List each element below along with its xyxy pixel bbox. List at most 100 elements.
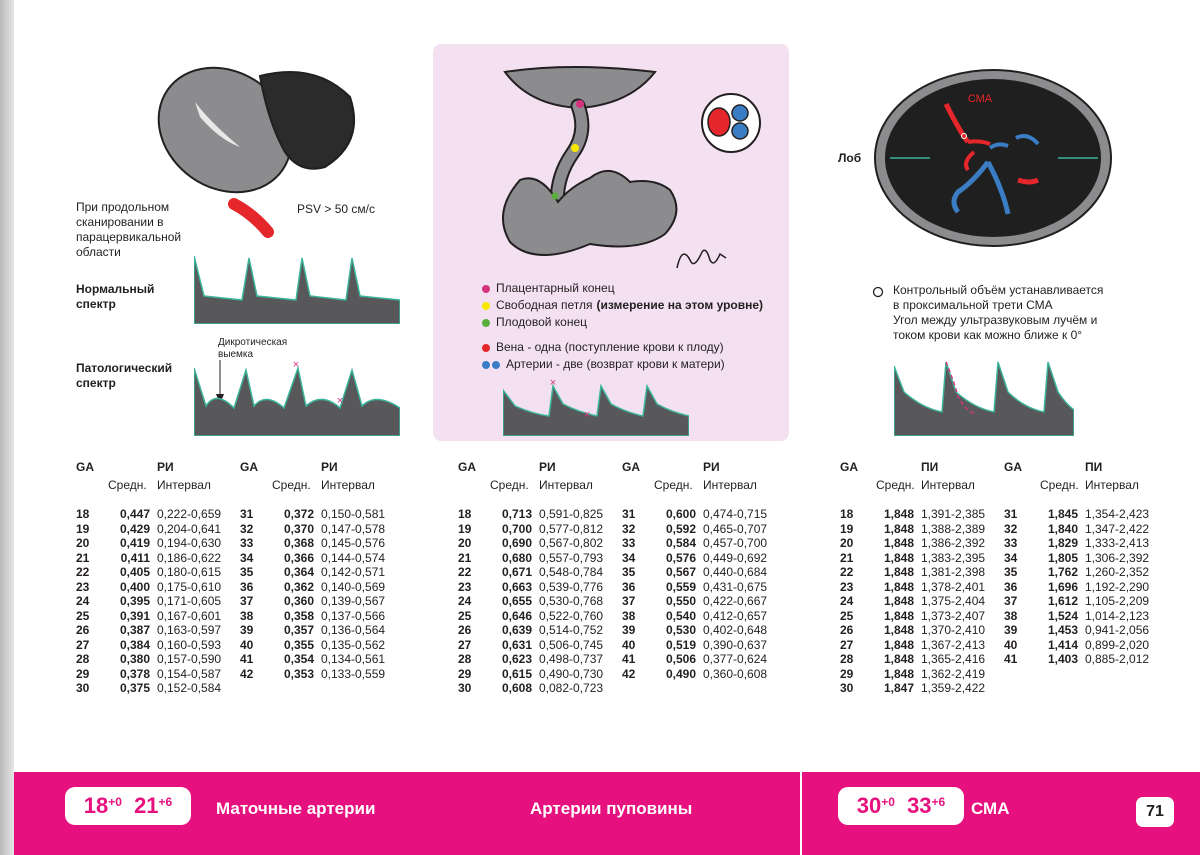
interval-value-cell: 0,402-0,648 bbox=[703, 623, 768, 637]
ga-week-cell: 33 bbox=[240, 536, 254, 550]
ga-week-cell: 18 bbox=[458, 507, 472, 521]
umbilical-interval-header: Интервал bbox=[539, 478, 593, 492]
mean-value-cell: 0,671 bbox=[501, 565, 532, 579]
book-binding-shadow bbox=[0, 0, 14, 855]
uterine-ri-header-2: РИ bbox=[321, 460, 338, 474]
interval-value-cell: 0,134-0,561 bbox=[321, 652, 386, 666]
interval-value-cell: 0,522-0,760 bbox=[539, 608, 604, 623]
ga-week-cell: 41 bbox=[1004, 652, 1018, 666]
interval-value-cell: 1,373-2,407 bbox=[921, 608, 986, 623]
ga-week-cell: 32 bbox=[240, 521, 254, 536]
pathologic-spectrum-waveform: × × bbox=[194, 360, 400, 436]
mca-inner-label: СМА bbox=[968, 93, 993, 105]
mca-head-illustration: СМА bbox=[874, 69, 1112, 247]
interval-value-cell: 0,194-0,630 bbox=[157, 536, 222, 550]
mean-value-cell: 1,848 bbox=[883, 579, 914, 594]
mean-value-cell: 0,372 bbox=[283, 507, 314, 521]
mean-value-cell: 0,357 bbox=[283, 623, 314, 637]
ga-week-cell: 41 bbox=[240, 652, 254, 666]
svg-text:×: × bbox=[337, 395, 343, 407]
ga-week-cell: 34 bbox=[622, 550, 636, 565]
umbilical-ga-header: GA bbox=[458, 460, 476, 474]
interval-value-cell: 0,175-0,610 bbox=[157, 579, 222, 594]
mean-value-cell: 0,639 bbox=[501, 623, 532, 637]
interval-value-cell: 0,567-0,802 bbox=[539, 536, 604, 550]
ga-week-cell: 33 bbox=[622, 536, 636, 550]
interval-value-cell: 0,422-0,667 bbox=[703, 594, 768, 608]
interval-value-cell: 1,386-2,392 bbox=[921, 536, 986, 550]
ga-week-cell: 25 bbox=[840, 608, 854, 623]
mean-value-cell: 1,848 bbox=[883, 550, 914, 565]
interval-value-cell: 0,140-0,569 bbox=[321, 579, 386, 594]
mean-value-cell: 1,848 bbox=[883, 637, 914, 652]
footer-divider bbox=[800, 772, 802, 855]
interval-value-cell: 0,137-0,566 bbox=[321, 608, 386, 623]
mean-value-cell: 0,362 bbox=[283, 579, 314, 594]
ga-week-cell: 33 bbox=[1004, 536, 1018, 550]
interval-value-cell: 0,157-0,590 bbox=[157, 652, 222, 666]
interval-value-cell: 0,885-2,012 bbox=[1085, 652, 1150, 666]
mean-value-cell: 1,848 bbox=[883, 565, 914, 579]
interval-value-cell: 1,260-2,352 bbox=[1085, 565, 1150, 579]
uterine-mean-header-2: Средн. bbox=[272, 478, 311, 492]
ga-week-cell: 23 bbox=[458, 579, 472, 594]
interval-value-cell: 1,105-2,209 bbox=[1085, 594, 1150, 608]
ga-week-cell: 38 bbox=[622, 608, 636, 623]
ga-week-cell: 31 bbox=[622, 507, 636, 521]
interval-value-cell: 0,147-0,578 bbox=[321, 521, 386, 536]
mean-value-cell: 0,375 bbox=[119, 681, 150, 695]
mean-value-cell: 0,550 bbox=[665, 594, 696, 608]
ga-week-cell: 35 bbox=[240, 565, 254, 579]
interval-value-cell: 1,192-2,290 bbox=[1085, 579, 1150, 594]
interval-value-cell: 1,362-2,419 bbox=[921, 666, 986, 681]
mca-waveform bbox=[894, 361, 1074, 436]
interval-value-cell: 0,377-0,624 bbox=[703, 652, 768, 666]
ga-week-cell: 42 bbox=[622, 666, 636, 681]
interval-value-cell: 0,498-0,737 bbox=[539, 652, 604, 666]
mean-value-cell: 0,600 bbox=[665, 507, 696, 521]
mean-value-cell: 0,592 bbox=[665, 521, 696, 536]
mean-value-cell: 0,567 bbox=[665, 565, 696, 579]
interval-value-cell: 1,354-2,423 bbox=[1085, 507, 1150, 521]
interval-value-cell: 1,378-2,401 bbox=[921, 579, 986, 594]
mean-value-cell: 0,506 bbox=[665, 652, 696, 666]
mean-value-cell: 1,453 bbox=[1047, 623, 1078, 637]
ga-week-cell: 30 bbox=[840, 681, 854, 695]
mean-value-cell: 0,368 bbox=[283, 536, 314, 550]
mean-value-cell: 0,411 bbox=[120, 550, 150, 565]
ga-week-cell: 34 bbox=[240, 550, 254, 565]
mean-value-cell: 1,848 bbox=[883, 521, 914, 536]
mean-value-cell: 0,631 bbox=[501, 637, 532, 652]
uterine-ga-header-2: GA bbox=[240, 460, 258, 474]
ga-week-cell: 24 bbox=[76, 594, 90, 608]
mca-ga-header: GA bbox=[840, 460, 858, 474]
ga-week-cell: 25 bbox=[76, 608, 90, 623]
mca-note: Контрольный объём устанавливается в прок… bbox=[893, 283, 1104, 342]
umbilical-mean-header: Средн. bbox=[490, 478, 529, 492]
mean-value-cell: 0,429 bbox=[119, 521, 150, 536]
ga-week-cell: 29 bbox=[840, 666, 854, 681]
interval-value-cell: 1,014-2,123 bbox=[1085, 608, 1150, 623]
mean-value-cell: 0,360 bbox=[283, 594, 314, 608]
ga-range-badge-left: 18+0 21+6 bbox=[65, 787, 191, 825]
